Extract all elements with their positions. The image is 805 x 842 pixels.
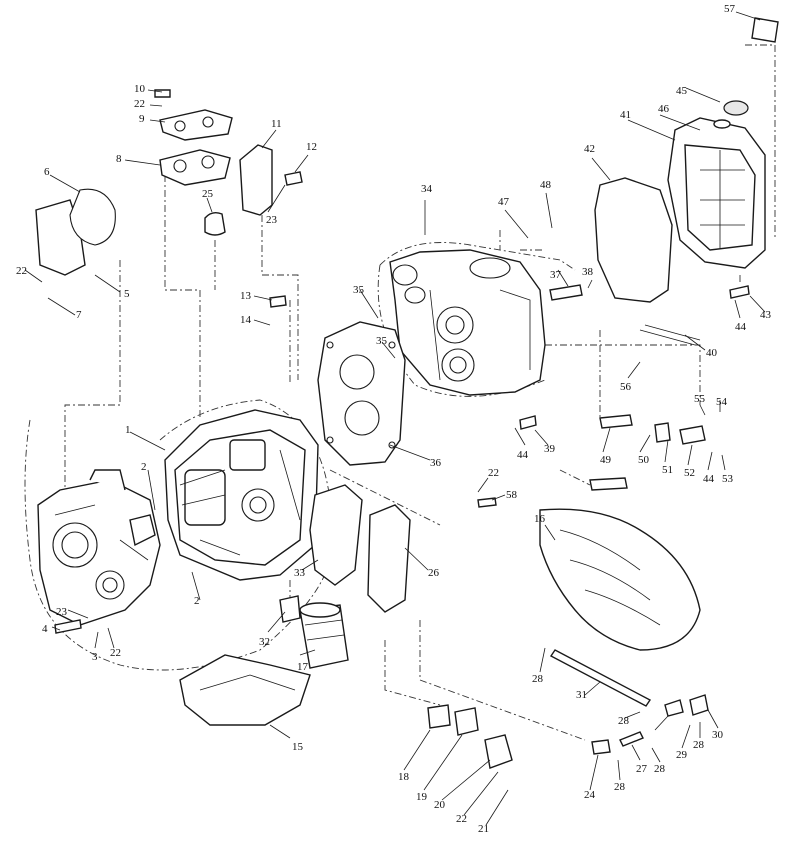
callout-49: 49: [600, 454, 612, 466]
callout-37: 37: [550, 269, 562, 281]
thermostat-cover: [154, 89, 273, 236]
label-plate: [751, 17, 779, 43]
head-cover-gasket: [594, 177, 673, 303]
callout-28: 28: [654, 763, 666, 775]
callout-58: 58: [506, 489, 518, 501]
callout-38: 38: [582, 266, 594, 278]
callout-27: 27: [636, 763, 648, 775]
callout-6: 6: [44, 166, 50, 178]
callout-29: 29: [676, 749, 688, 761]
callout-44: 44: [735, 321, 747, 333]
callout-22: 22: [456, 813, 467, 825]
callout-13: 13: [240, 290, 252, 302]
bolts: [54, 171, 750, 634]
callout-16: 16: [534, 513, 546, 525]
callout-11: 11: [271, 118, 282, 130]
callout-32: 32: [259, 636, 270, 648]
callout-28: 28: [614, 781, 626, 793]
callout-39: 39: [544, 443, 556, 455]
cylinder-head-cover: [667, 100, 766, 269]
callout-1: 1: [125, 424, 131, 436]
callout-22: 22: [134, 98, 145, 110]
callout-28: 28: [618, 715, 630, 727]
callout-46: 46: [658, 103, 670, 115]
callout-42: 42: [584, 143, 595, 155]
callout-43: 43: [760, 309, 772, 321]
callout-40: 40: [706, 347, 718, 359]
callout-19: 19: [416, 791, 428, 803]
callout-44: 44: [703, 473, 715, 485]
callout-22: 22: [110, 647, 121, 659]
callout-18: 18: [398, 771, 410, 783]
callout-51: 51: [662, 464, 673, 476]
callout-57: 57: [724, 3, 736, 15]
callout-labels: 10 22 9 8 11 12 23 25 6 22 5 7 13 14 1 2…: [16, 3, 772, 835]
callout-5: 5: [124, 288, 130, 300]
callout-25: 25: [202, 188, 214, 200]
callout-52: 52: [684, 467, 695, 479]
callout-50: 50: [638, 454, 650, 466]
callout-33: 33: [294, 567, 306, 579]
callout-15: 15: [292, 741, 304, 753]
callout-7: 7: [76, 309, 82, 321]
callout-30: 30: [712, 729, 724, 741]
cylinder-head: [389, 249, 546, 396]
callout-28: 28: [693, 739, 705, 751]
crankcase: [37, 469, 161, 626]
callout-20: 20: [434, 799, 446, 811]
callout-56: 56: [620, 381, 632, 393]
head-gasket: [317, 321, 406, 466]
callout-55: 55: [694, 393, 706, 405]
leader-lines: [24, 11, 766, 826]
callout-12: 12: [306, 141, 317, 153]
callout-35: 35: [376, 335, 388, 347]
callout-28: 28: [532, 673, 544, 685]
callout-26: 26: [428, 567, 440, 579]
callout-4: 4: [42, 623, 48, 635]
callout-22: 22: [16, 265, 27, 277]
callout-2: 2: [194, 595, 200, 607]
callout-21: 21: [478, 823, 489, 835]
callout-36: 36: [430, 457, 442, 469]
cylinder-block: [164, 409, 319, 581]
callout-22: 22: [488, 467, 499, 479]
callout-3: 3: [92, 651, 98, 663]
callout-23: 23: [56, 606, 68, 618]
oil-pan: [179, 654, 311, 726]
callout-35: 35: [353, 284, 365, 296]
exhaust-cover: [309, 484, 411, 613]
callout-45: 45: [676, 85, 688, 97]
callout-14: 14: [240, 314, 252, 326]
callout-23: 23: [266, 214, 278, 226]
callout-9: 9: [139, 113, 145, 125]
water-pipe: [549, 649, 652, 707]
callout-34: 34: [421, 183, 433, 195]
callout-53: 53: [722, 473, 734, 485]
callout-2: 2: [141, 461, 147, 473]
callout-17: 17: [297, 661, 309, 673]
callout-10: 10: [134, 83, 146, 95]
callout-47: 47: [498, 196, 510, 208]
lower-case: [539, 508, 701, 651]
callout-24: 24: [584, 789, 596, 801]
callout-31: 31: [576, 689, 587, 701]
callout-8: 8: [116, 153, 122, 165]
callout-54: 54: [716, 396, 728, 408]
side-cover: [35, 188, 116, 276]
callout-44: 44: [517, 449, 529, 461]
callout-41: 41: [620, 109, 631, 121]
callout-48: 48: [540, 179, 552, 191]
oil-filter: [279, 595, 349, 669]
fittings: [427, 694, 709, 769]
